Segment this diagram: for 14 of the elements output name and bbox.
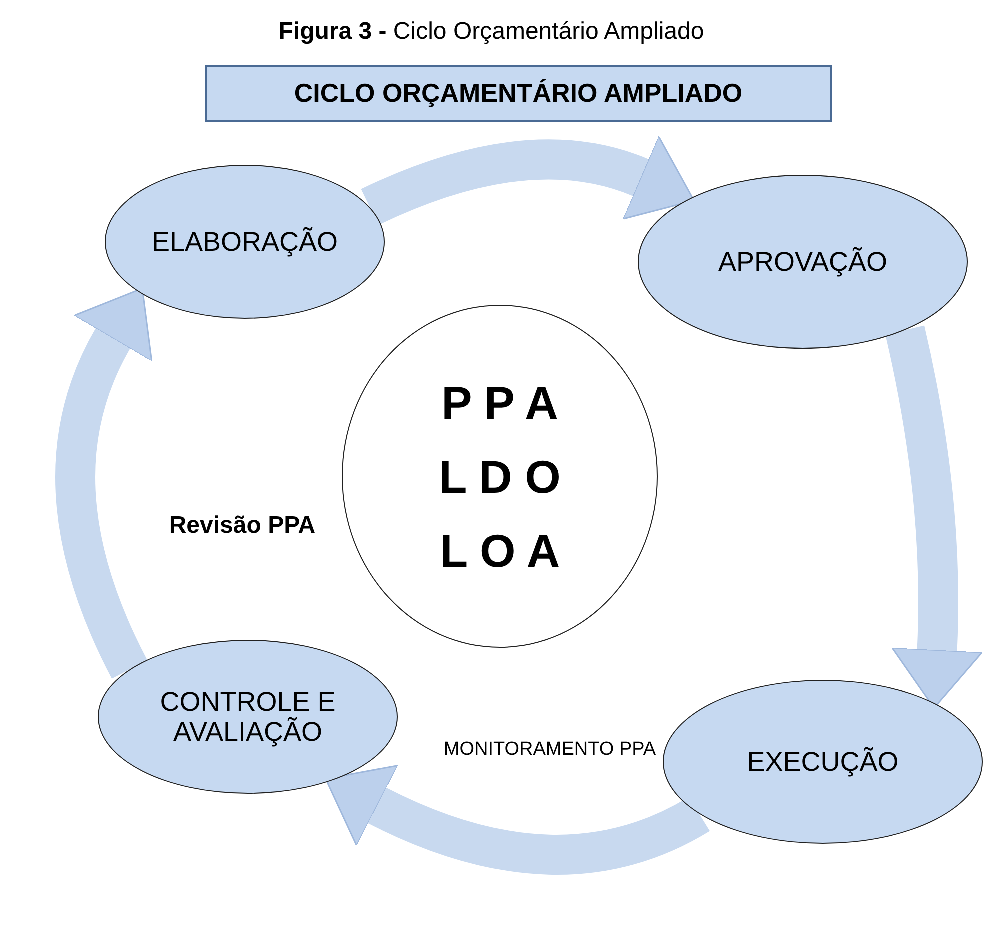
annotation-text: Revisão PPA xyxy=(168,511,317,541)
node-text: APROVAÇÃO xyxy=(717,247,889,277)
figure-title: Figura 3 - Ciclo Orçamentário Ampliado xyxy=(278,17,706,47)
node-text: L O A xyxy=(440,524,560,576)
curved-block-arrow xyxy=(362,135,696,226)
node-text: CONTROLE E AVALIAÇÃO xyxy=(159,687,337,747)
curved-block-arrow xyxy=(324,764,710,875)
heading-box xyxy=(205,65,832,122)
node-text: EXECUÇÃO xyxy=(746,747,900,777)
annotation-text: MONITORAMENTO PPA xyxy=(442,738,658,762)
node-text: L D O xyxy=(439,450,561,502)
node-text: ELABORAÇÃO xyxy=(150,227,340,257)
node-text: P P A xyxy=(442,376,558,428)
node-text: CICLO ORÇAMENTÁRIO AMPLIADO xyxy=(294,77,743,110)
